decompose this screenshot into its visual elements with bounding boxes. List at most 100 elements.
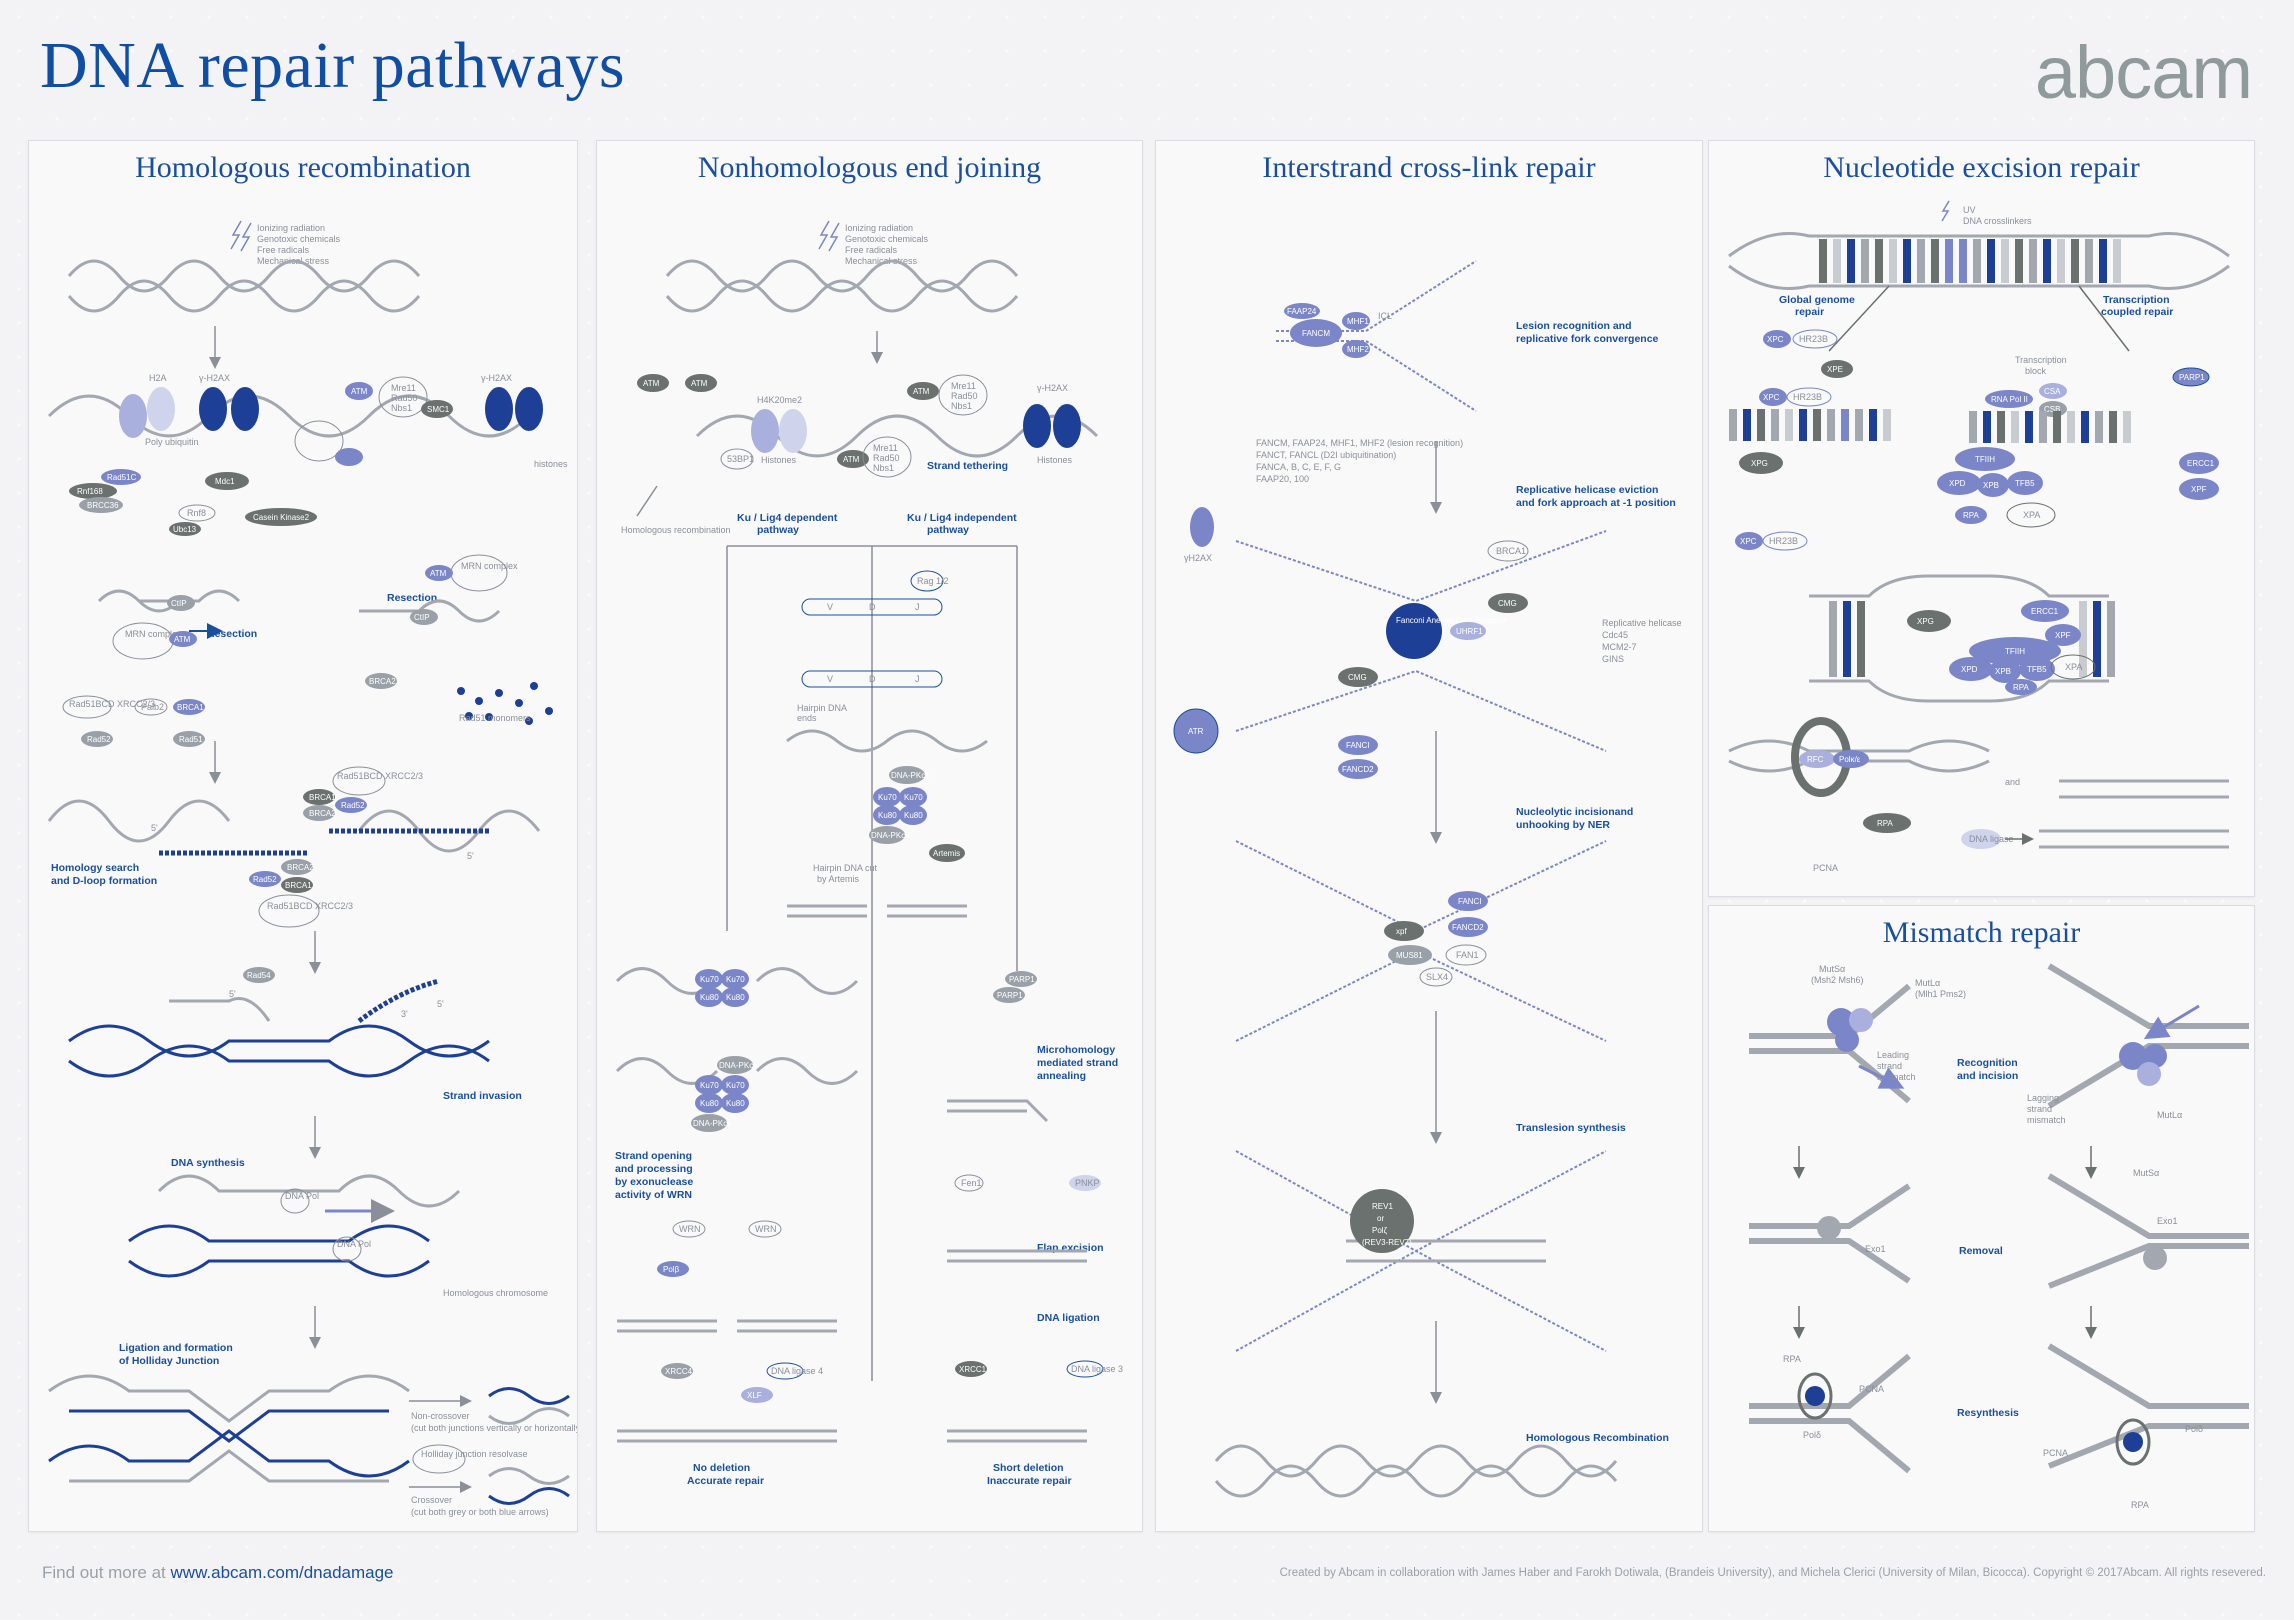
svg-text:Rad51BCD XRCC2/3: Rad51BCD XRCC2/3	[337, 771, 423, 781]
svg-text:Non-crossover: Non-crossover	[411, 1411, 470, 1421]
rad51-monomers	[457, 682, 553, 725]
svg-text:5': 5'	[437, 999, 444, 1009]
svg-text:H2A: H2A	[149, 373, 167, 383]
svg-text:ICL: ICL	[1378, 311, 1392, 321]
svg-text:BRCA1: BRCA1	[285, 881, 312, 890]
svg-text:BRCA2: BRCA2	[287, 863, 314, 872]
svg-text:CMG: CMG	[1498, 599, 1517, 608]
svg-text:Rnf168: Rnf168	[77, 487, 103, 496]
svg-text:and fork approach at -1 positi: and fork approach at -1 position	[1516, 497, 1676, 509]
svg-text:Resection: Resection	[387, 592, 437, 604]
svg-text:Ku80: Ku80	[878, 811, 897, 820]
panel-title: Homologous recombination	[135, 151, 471, 184]
svg-text:DNA-PKcs: DNA-PKcs	[693, 1119, 731, 1128]
svg-text:BRCA1: BRCA1	[1496, 546, 1526, 556]
nhej-diagram: Ionizing radiation Genotoxic chemicals F…	[615, 220, 1123, 1487]
svg-text:mediated strand: mediated strand	[1037, 1057, 1118, 1069]
svg-text:strand: strand	[1877, 1061, 1902, 1071]
svg-text:Genotoxic chemicals: Genotoxic chemicals	[845, 234, 929, 244]
svg-text:FANCD2: FANCD2	[1452, 923, 1484, 932]
svg-text:Rad50: Rad50	[951, 391, 978, 401]
panel-icl: Interstrand cross-link repair FAAP24 FAN…	[1155, 140, 1703, 1532]
svg-text:(cut both junctions vertically: (cut both junctions vertically or horizo…	[411, 1423, 577, 1433]
svg-text:Free radicals: Free radicals	[845, 245, 898, 255]
svg-text:Fanconi Anemia Core Complex: Fanconi Anemia Core Complex	[1396, 616, 1507, 625]
svg-text:pathway: pathway	[757, 524, 799, 536]
svg-text:γ-H2AX: γ-H2AX	[199, 373, 230, 383]
nucleosome	[199, 387, 227, 431]
svg-text:Mechanical stress: Mechanical stress	[845, 256, 918, 266]
svg-text:Polδ: Polδ	[1803, 1430, 1821, 1440]
svg-text:Transcription: Transcription	[2103, 294, 2170, 306]
svg-text:XPB: XPB	[1995, 667, 2011, 676]
svg-text:Exo1: Exo1	[2157, 1216, 2178, 1226]
svg-text:FAN1: FAN1	[1456, 950, 1479, 960]
svg-text:xpf: xpf	[1396, 927, 1407, 936]
svg-text:and: and	[2005, 777, 2020, 787]
footer-url-link[interactable]: www.abcam.com/dnadamage	[170, 1563, 394, 1582]
svg-text:HR23B: HR23B	[1793, 392, 1822, 402]
svg-text:Rad51BCD XRCC2/3: Rad51BCD XRCC2/3	[69, 699, 155, 709]
svg-text:Ku70: Ku70	[878, 793, 897, 802]
svg-text:ERCC1: ERCC1	[2031, 607, 2059, 616]
svg-text:repair: repair	[1795, 306, 1824, 318]
svg-text:Ku80: Ku80	[726, 993, 745, 1002]
svg-text:(cut both grey or both blue ar: (cut both grey or both blue arrows)	[411, 1507, 549, 1517]
svg-text:Translesion synthesis: Translesion synthesis	[1516, 1122, 1626, 1134]
svg-text:Nbs1: Nbs1	[391, 403, 412, 413]
svg-text:SLX4: SLX4	[1426, 972, 1448, 982]
svg-text:(Mlh1 Pms2): (Mlh1 Pms2)	[1915, 989, 1966, 999]
svg-text:Ku70: Ku70	[726, 1081, 745, 1090]
svg-text:unhooking by NER: unhooking by NER	[1516, 819, 1610, 831]
svg-text:Mre11: Mre11	[873, 443, 898, 453]
svg-text:Casein Kinase2: Casein Kinase2	[253, 513, 310, 522]
svg-text:Ku80: Ku80	[726, 1099, 745, 1108]
panel-title: Nonhomologous end joining	[697, 151, 1042, 184]
svg-text:MRN complex: MRN complex	[461, 561, 518, 571]
svg-text:CtIP: CtIP	[414, 613, 430, 622]
svg-text:D: D	[869, 602, 876, 612]
svg-text:PCNA: PCNA	[2043, 1448, 2068, 1458]
svg-text:PARP1: PARP1	[1009, 975, 1035, 984]
svg-text:mismatch: mismatch	[1877, 1072, 1916, 1082]
svg-text:V: V	[827, 674, 833, 684]
panel-nhej: Nonhomologous end joining Ionizing radia…	[596, 140, 1143, 1532]
svg-text:PCNA: PCNA	[1859, 1384, 1884, 1394]
svg-text:FANCM: FANCM	[1302, 329, 1330, 338]
svg-text:CSB: CSB	[2044, 405, 2060, 414]
svg-text:ERCC1: ERCC1	[2187, 459, 2215, 468]
panel-homologous-recombination: Homologous recombination Ionizing radiat…	[28, 140, 578, 1532]
svg-text:MutSα: MutSα	[1819, 964, 1845, 974]
svg-text:of Holliday Junction: of Holliday Junction	[119, 1355, 219, 1367]
svg-text:Ku80: Ku80	[700, 993, 719, 1002]
svg-text:WRN: WRN	[679, 1224, 701, 1234]
svg-text:XPD: XPD	[1949, 479, 1966, 488]
svg-text:Global genome: Global genome	[1779, 294, 1855, 306]
svg-text:ATM: ATM	[691, 379, 708, 388]
svg-text:FAAP20, 100: FAAP20, 100	[1256, 474, 1309, 484]
svg-text:Ku / Lig4 independent: Ku / Lig4 independent	[907, 512, 1017, 524]
svg-text:Rad50: Rad50	[391, 393, 418, 403]
svg-text:XPA: XPA	[2023, 510, 2040, 520]
svg-text:Poly ubiquitin: Poly ubiquitin	[145, 437, 199, 447]
svg-text:5': 5'	[229, 989, 236, 999]
svg-text:γ-H2AX: γ-H2AX	[481, 373, 512, 383]
svg-text:block: block	[2025, 366, 2047, 376]
svg-text:Removal: Removal	[1959, 1245, 2003, 1257]
svg-text:Histones: Histones	[761, 455, 797, 465]
svg-text:WRN: WRN	[755, 1224, 777, 1234]
svg-text:Fen1: Fen1	[961, 1178, 982, 1188]
svg-text:XPA: XPA	[2065, 662, 2082, 672]
svg-text:XPE: XPE	[1827, 365, 1843, 374]
svg-text:DNA Pol: DNA Pol	[337, 1239, 371, 1249]
svg-text:DNA-PKcs: DNA-PKcs	[871, 831, 909, 840]
svg-text:and incision: and incision	[1957, 1070, 2018, 1082]
svg-text:Resynthesis: Resynthesis	[1957, 1407, 2019, 1419]
svg-text:RPA: RPA	[2131, 1500, 2149, 1510]
svg-text:by exonuclease: by exonuclease	[615, 1176, 693, 1188]
mmr-diagram: MutSα (Msh2 Msh6) MutLα (Mlh1 Pms2) Lead…	[1749, 963, 2249, 1510]
svg-text:BRCA2: BRCA2	[309, 809, 336, 818]
svg-text:ATM: ATM	[174, 635, 191, 644]
svg-text:FAAP24: FAAP24	[1287, 307, 1317, 316]
svg-text:MRN complex: MRN complex	[125, 629, 182, 639]
